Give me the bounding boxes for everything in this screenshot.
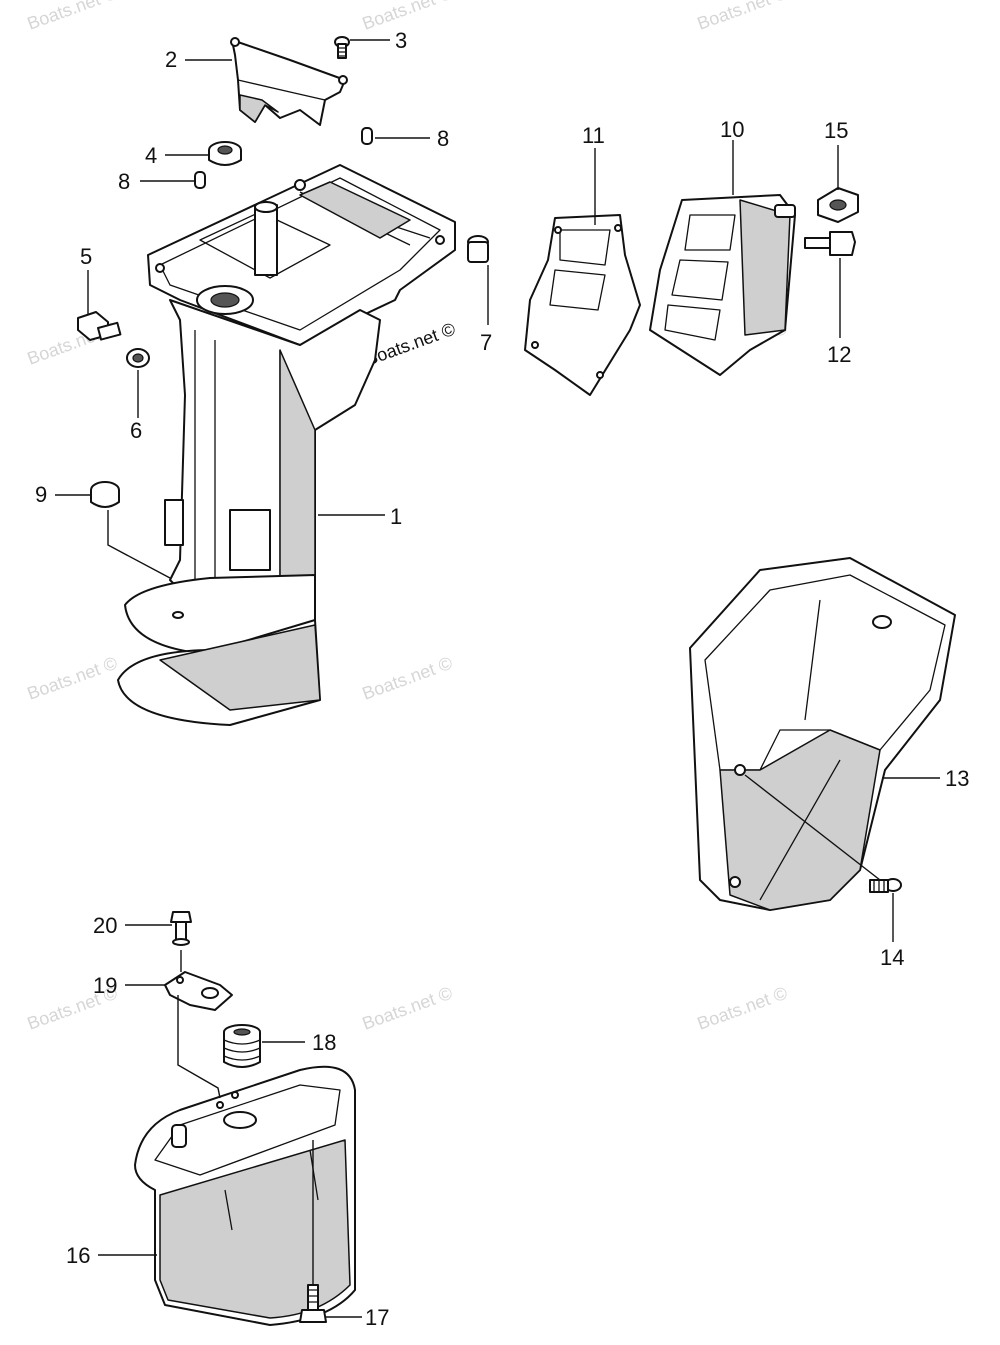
leader-lines [55,39,940,1318]
watermarks: Boats.net © Boats.net © Boats.net © Boat… [25,0,790,1034]
gasket-icon [524,214,641,396]
hose-fitting-icon [804,231,856,256]
callout-14: 14 [880,945,904,970]
callout-15: 15 [824,118,848,143]
bolt-icon [170,911,192,946]
watermark: Boats.net © [25,653,120,704]
callout-8b: 8 [118,169,130,194]
callout-2: 2 [165,47,177,72]
plug-icon [467,235,489,263]
callout-labels: 1 2 3 4 5 6 7 8 8 9 10 11 12 13 14 15 16… [35,28,969,1330]
callout-6: 6 [130,418,142,443]
screw-icon [869,878,902,893]
callout-20: 20 [93,913,117,938]
dowel-pin-icon [194,127,373,189]
watermark: Boats.net © [360,0,455,34]
bolt-icon [77,311,122,341]
watermark: Boats.net © [695,0,790,34]
drive-shaft-housing-icon [117,164,456,726]
callout-12: 12 [827,342,851,367]
watermark: Boats.net © [695,983,790,1034]
bushing-icon [223,1024,261,1068]
callout-3: 3 [395,28,407,53]
bracket-plate-icon [230,37,348,126]
washer-icon [126,348,150,368]
callout-17: 17 [365,1305,389,1330]
callout-1: 1 [390,504,402,529]
watermark: Boats.net © [360,983,455,1034]
nut-icon [817,187,859,223]
bolt-icon [299,1284,327,1323]
callout-8a: 8 [437,126,449,151]
exhaust-cover-icon [649,194,796,376]
lower-cover-icon [689,557,956,911]
callout-9: 9 [35,482,47,507]
watermark: Boats.net © [360,653,455,704]
callout-11: 11 [582,123,605,148]
callout-19: 19 [93,973,117,998]
screw-icon [334,36,350,59]
callout-18: 18 [312,1030,336,1055]
extension-case-icon [134,1065,356,1326]
watermark: Boats.net © [25,0,120,34]
plate-gasket-icon [164,971,233,1011]
callout-5: 5 [80,244,92,269]
callout-16: 16 [66,1243,90,1268]
callout-10: 10 [720,117,744,142]
callout-7: 7 [480,330,492,355]
callout-4: 4 [145,143,157,168]
callout-13: 13 [945,766,969,791]
drain-plug-icon [90,481,120,508]
grommet-icon [208,141,242,166]
